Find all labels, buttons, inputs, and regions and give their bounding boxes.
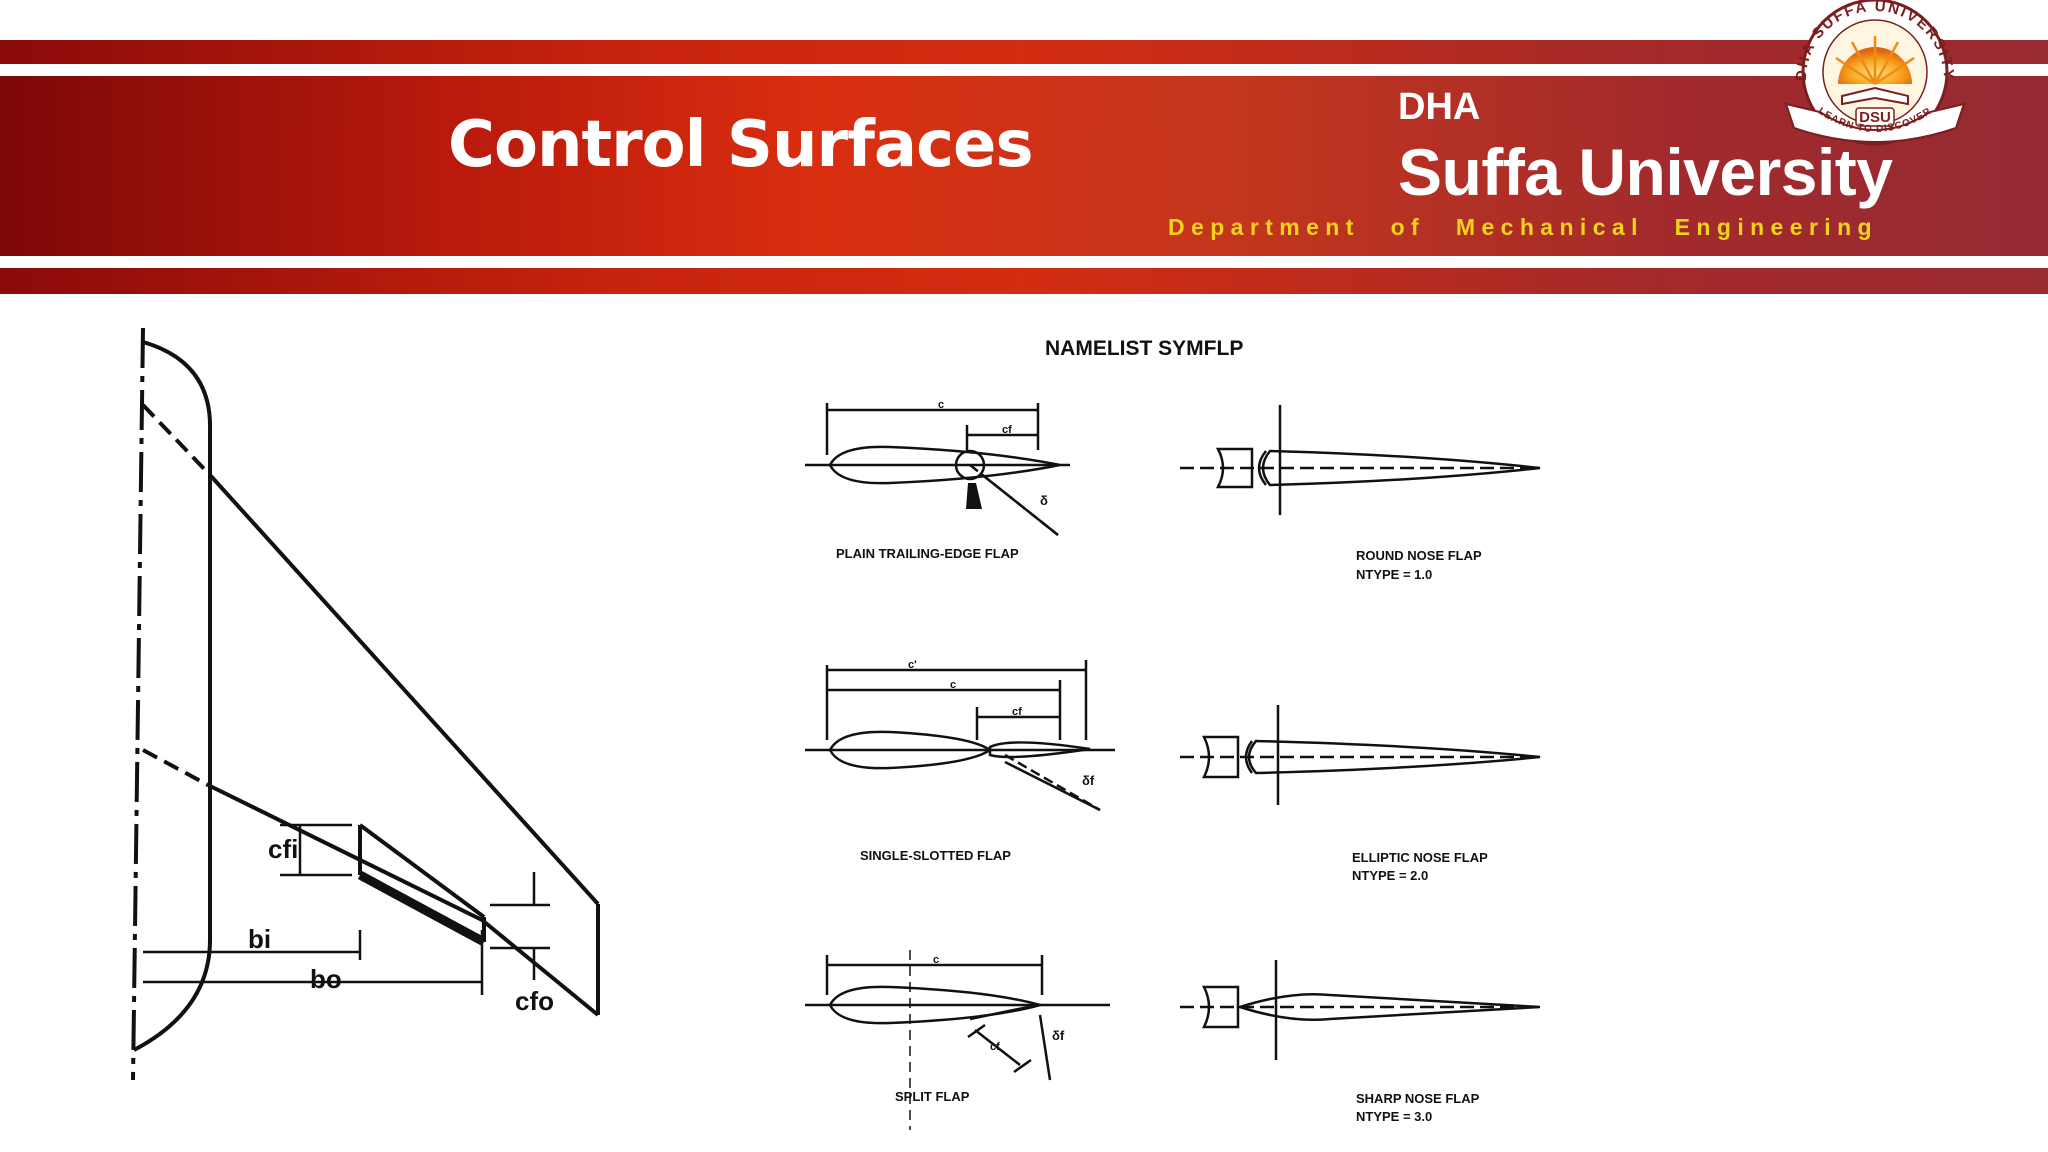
elliptic-nose-ntype: NTYPE = 2.0: [1352, 868, 1428, 883]
symflp-diagram: NAMELIST SYMFLP c cf δ PLAIN TRAILING-ED…: [805, 337, 1541, 1130]
dimension-lines: [143, 823, 550, 995]
sharp-nose-ntype: NTYPE = 3.0: [1356, 1109, 1432, 1124]
split-delta-label: δf: [1052, 1028, 1065, 1043]
logo-badge: DSU: [1859, 109, 1891, 126]
bo-label: bo: [310, 964, 342, 994]
flap-outline: [357, 823, 487, 946]
brand-dha: DHA: [1398, 86, 1481, 128]
plain-c-label: c: [938, 399, 944, 411]
round-nose-flap-drawing: [1180, 405, 1541, 515]
department-name: Department of Mechanical Engineering: [1168, 214, 1878, 240]
split-cf-label: cf: [990, 1041, 1000, 1053]
book-icon: [1841, 86, 1909, 106]
header-bottom-band: [0, 268, 2048, 294]
round-nose-ntype: NTYPE = 1.0: [1356, 567, 1432, 582]
root-chord-line: [131, 327, 145, 1081]
sharp-nose-flap-label: SHARP NOSE FLAP: [1356, 1091, 1480, 1106]
slotted-c-label: c: [950, 679, 956, 691]
header-banner: [0, 76, 2048, 256]
university-logo: DHA SUFFA UNIVERSITY DSU LEARN TO DISCOV…: [1784, 0, 1966, 146]
elliptic-nose-flap-drawing: [1180, 705, 1541, 805]
single-slotted-flap-drawing: [805, 660, 1115, 812]
split-flap-label: SPLIT FLAP: [895, 1089, 970, 1104]
leading-edge-extension: [141, 403, 212, 477]
slotted-delta-label: δf: [1082, 773, 1095, 788]
hinge-line: [207, 783, 483, 922]
plain-flap-drawing: [805, 403, 1070, 536]
bi-label: bi: [248, 924, 271, 954]
plain-delta-label: δ: [1040, 493, 1048, 508]
motto-ribbon: [1784, 102, 1966, 143]
split-c-label: c: [933, 954, 939, 966]
plain-cf-label: cf: [1002, 424, 1012, 436]
wing-planform-diagram: cfi bi bo cfo: [131, 327, 600, 1081]
slotted-c-prime-label: c': [908, 659, 917, 671]
symflp-heading: NAMELIST SYMFLP: [1045, 337, 1243, 360]
split-flap-drawing: [805, 950, 1110, 1130]
fuselage-outline: [133, 340, 213, 1052]
sharp-nose-flap-drawing: [1180, 960, 1541, 1060]
trailing-edge: [480, 918, 600, 1017]
plain-flap-label: PLAIN TRAILING-EDGE FLAP: [836, 546, 1019, 561]
brand-university-name: Suffa University: [1398, 135, 1893, 209]
leading-edge: [208, 473, 600, 906]
hinge-extension: [142, 748, 209, 787]
cfi-label: cfi: [268, 834, 298, 864]
slotted-cf-label: cf: [1012, 706, 1022, 718]
slide-title: Control Surfaces: [448, 108, 1034, 182]
single-slotted-flap-label: SINGLE-SLOTTED FLAP: [860, 848, 1011, 863]
header-top-band: [0, 40, 2048, 64]
cfo-label: cfo: [515, 986, 554, 1016]
elliptic-nose-flap-label: ELLIPTIC NOSE FLAP: [1352, 850, 1488, 865]
round-nose-flap-label: ROUND NOSE FLAP: [1356, 548, 1482, 563]
sun-icon: [1835, 36, 1915, 86]
